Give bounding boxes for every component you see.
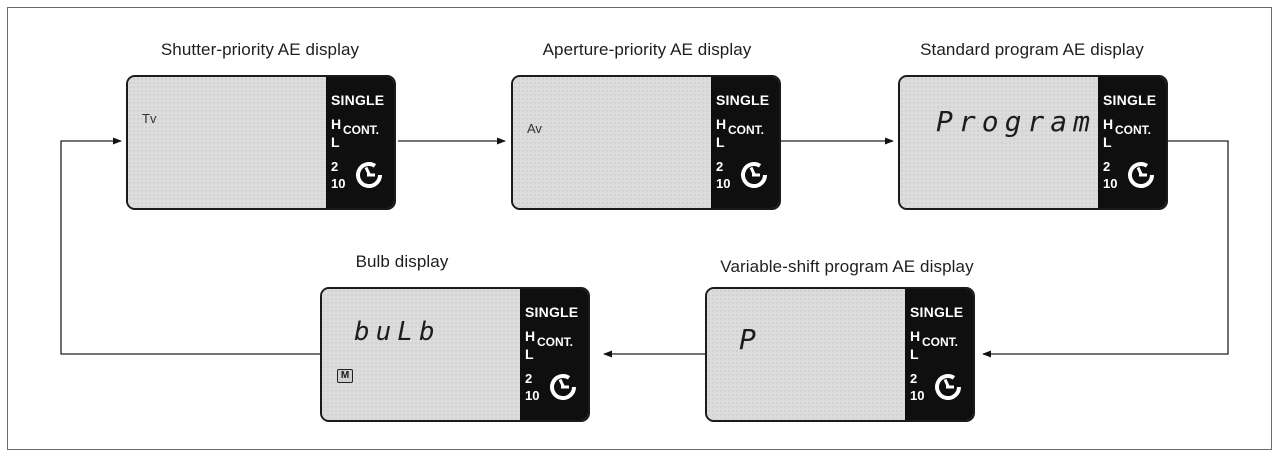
tv-indicator: Tv (142, 111, 157, 126)
l-label: L (525, 346, 534, 362)
p-indicator: P (739, 323, 762, 356)
timer-10-label: 10 (1103, 176, 1118, 191)
single-label: SINGLE (331, 92, 385, 108)
h-label: H (525, 328, 536, 344)
diagram-frame (7, 7, 1272, 450)
lcd-aperture-priority: Av SINGLE H L CONT. 2 10 (511, 75, 781, 210)
h-label: H (1103, 116, 1114, 132)
drive-mode-panel: SINGLE H L CONT. 2 10 (520, 289, 588, 420)
lcd-bulb: buLb M SINGLE H L CONT. 2 10 (320, 287, 590, 422)
lcd-shutter-priority: Tv SINGLE H L CONT. 2 10 (126, 75, 396, 210)
h-label: H (331, 116, 342, 132)
lcd-standard-program: Program SINGLE H L CONT. 2 10 (898, 75, 1168, 210)
timer-10-label: 10 (525, 388, 540, 403)
cont-label: CONT. (537, 335, 573, 349)
timer-2-label: 2 (525, 371, 533, 386)
caption-variable-shift-program: Variable-shift program AE display (720, 257, 974, 276)
self-timer-icon (741, 162, 767, 188)
cont-label: CONT. (343, 123, 379, 137)
av-indicator: Av (527, 121, 542, 136)
caption-shutter-priority: Shutter-priority AE display (160, 40, 360, 59)
drive-mode-panel: SINGLE H L CONT. 2 10 (1098, 77, 1166, 208)
single-label: SINGLE (910, 304, 964, 320)
arrow-program-to-variable (982, 140, 1229, 358)
lcd-screen: Program (900, 77, 1099, 208)
timer-2-label: 2 (716, 159, 724, 174)
lcd-screen: Av (513, 77, 712, 208)
program-indicator: Program (936, 105, 1097, 138)
timer-10-label: 10 (716, 176, 731, 191)
cont-label: CONT. (922, 335, 958, 349)
drive-mode-panel: SINGLE H L CONT. 2 10 (905, 289, 973, 420)
caption-standard-program: Standard program AE display (920, 40, 1144, 59)
h-label: H (716, 116, 727, 132)
manual-mode-badge: M (337, 369, 353, 383)
arrow-bulb-to-shutter (60, 137, 322, 355)
single-label: SINGLE (525, 304, 579, 320)
caption-bulb: Bulb display (355, 252, 449, 271)
h-label: H (910, 328, 921, 344)
l-label: L (1103, 134, 1112, 150)
l-label: L (910, 346, 919, 362)
self-timer-icon (1128, 162, 1154, 188)
cont-label: CONT. (728, 123, 764, 137)
drive-mode-panel: SINGLE H L CONT. 2 10 (326, 77, 394, 208)
self-timer-icon (935, 374, 961, 400)
self-timer-icon (356, 162, 382, 188)
cont-label: CONT. (1115, 123, 1151, 137)
bulb-indicator: buLb (354, 317, 441, 347)
timer-2-label: 2 (331, 159, 339, 174)
single-label: SINGLE (1103, 92, 1157, 108)
timer-2-label: 2 (1103, 159, 1111, 174)
single-label: SINGLE (716, 92, 770, 108)
self-timer-icon (550, 374, 576, 400)
timer-10-label: 10 (910, 388, 925, 403)
lcd-screen: Tv (128, 77, 327, 208)
l-label: L (331, 134, 340, 150)
lcd-screen: P (707, 289, 906, 420)
lcd-screen: buLb M (322, 289, 521, 420)
l-label: L (716, 134, 725, 150)
drive-mode-panel: SINGLE H L CONT. 2 10 (711, 77, 779, 208)
lcd-variable-shift-program: P SINGLE H L CONT. 2 10 (705, 287, 975, 422)
caption-aperture-priority: Aperture-priority AE display (542, 40, 752, 59)
timer-2-label: 2 (910, 371, 918, 386)
timer-10-label: 10 (331, 176, 346, 191)
